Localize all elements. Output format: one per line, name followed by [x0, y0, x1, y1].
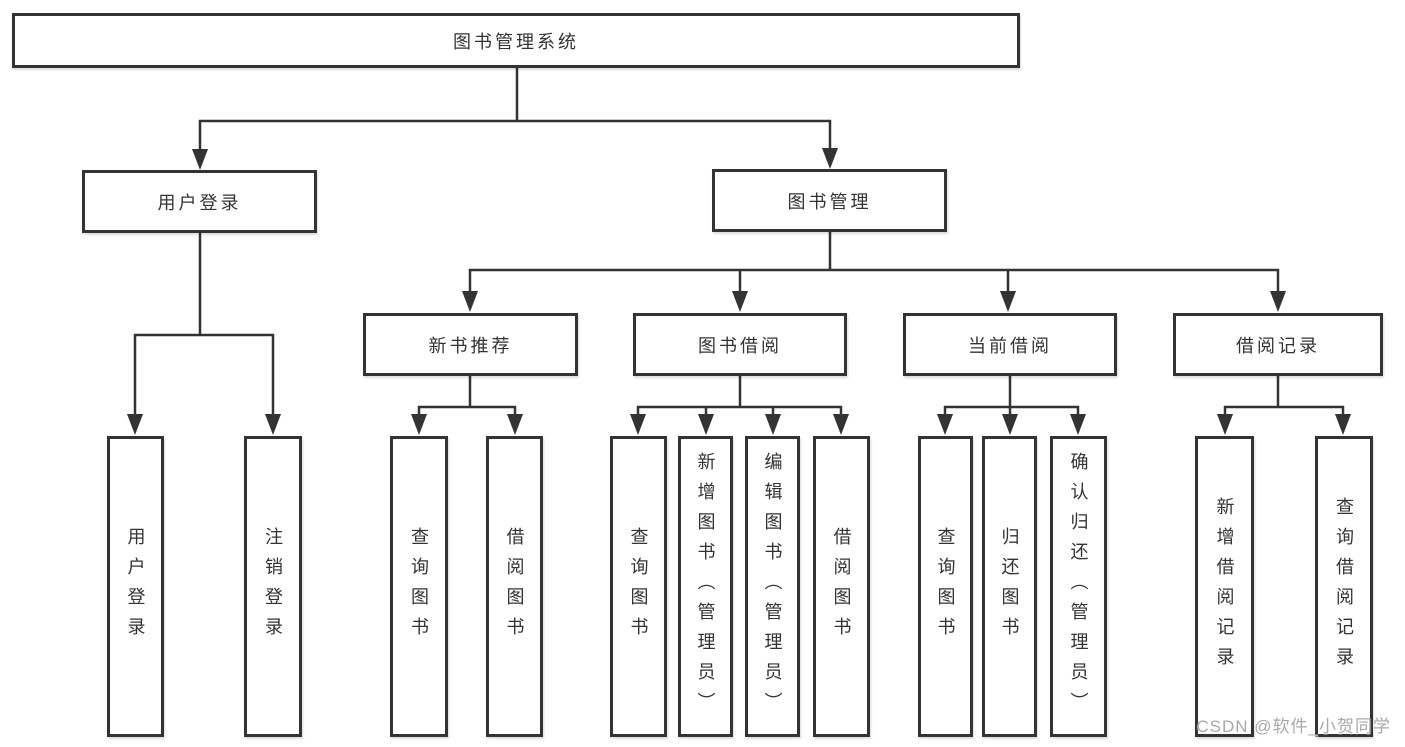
- leaf-label: 注销登录: [263, 526, 283, 647]
- leaf-label: 新增借阅记录: [1214, 496, 1235, 677]
- node-book-borrowing: 图书借阅: [633, 313, 847, 376]
- leaf-label: 借阅图书: [504, 526, 525, 647]
- node-user-login: 用户登录: [82, 170, 317, 233]
- node-library-management-system: 图书管理系统: [12, 13, 1020, 68]
- node-label: 借阅记录: [1236, 335, 1320, 356]
- leaf-logout: 注销登录: [244, 436, 302, 737]
- leaf-query-books-borrow: 查询图书: [610, 436, 667, 737]
- leaf-label: 查询借阅记录: [1334, 496, 1354, 677]
- node-new-book-recommendation: 新书推荐: [363, 313, 578, 376]
- leaf-add-books-admin: 新增图书（管理员）: [678, 436, 733, 737]
- leaf-confirm-return-admin: 确认归还（管理员）: [1050, 436, 1107, 737]
- csdn-watermark: CSDN @软件_小贺同学: [1196, 717, 1391, 736]
- leaf-label: 确认归还（管理员）: [1068, 451, 1089, 722]
- node-label: 当前借阅: [968, 335, 1052, 356]
- node-label: 图书管理系统: [453, 31, 579, 52]
- leaf-query-books-recommend: 查询图书: [390, 436, 448, 737]
- node-label: 图书借阅: [698, 335, 782, 356]
- leaf-edit-books-admin: 编辑图书（管理员）: [745, 436, 800, 737]
- leaf-label: 查询图书: [409, 526, 429, 647]
- leaf-user-login: 用户登录: [107, 436, 164, 737]
- node-current-borrowing: 当前借阅: [903, 313, 1117, 376]
- leaf-label: 借阅图书: [831, 526, 852, 647]
- node-borrowing-records: 借阅记录: [1173, 313, 1383, 376]
- leaf-add-borrow-record: 新增借阅记录: [1195, 436, 1254, 737]
- leaf-borrow-books: 借阅图书: [813, 436, 870, 737]
- node-label: 新书推荐: [428, 335, 513, 356]
- node-label: 用户登录: [157, 192, 242, 213]
- leaf-label: 编辑图书（管理员）: [762, 451, 783, 722]
- node-label: 图书管理: [787, 191, 872, 212]
- leaf-query-borrow-record: 查询借阅记录: [1315, 436, 1373, 737]
- leaf-label: 查询图书: [628, 526, 649, 647]
- leaf-label: 新增图书（管理员）: [695, 451, 716, 722]
- node-book-management: 图书管理: [712, 169, 947, 232]
- leaf-return-books: 归还图书: [982, 436, 1037, 737]
- leaf-query-books-current: 查询图书: [918, 436, 973, 737]
- leaf-label: 用户登录: [125, 526, 146, 647]
- leaf-label: 查询图书: [935, 526, 956, 647]
- leaf-label: 归还图书: [999, 526, 1020, 647]
- leaf-borrow-books-recommend: 借阅图书: [486, 436, 543, 737]
